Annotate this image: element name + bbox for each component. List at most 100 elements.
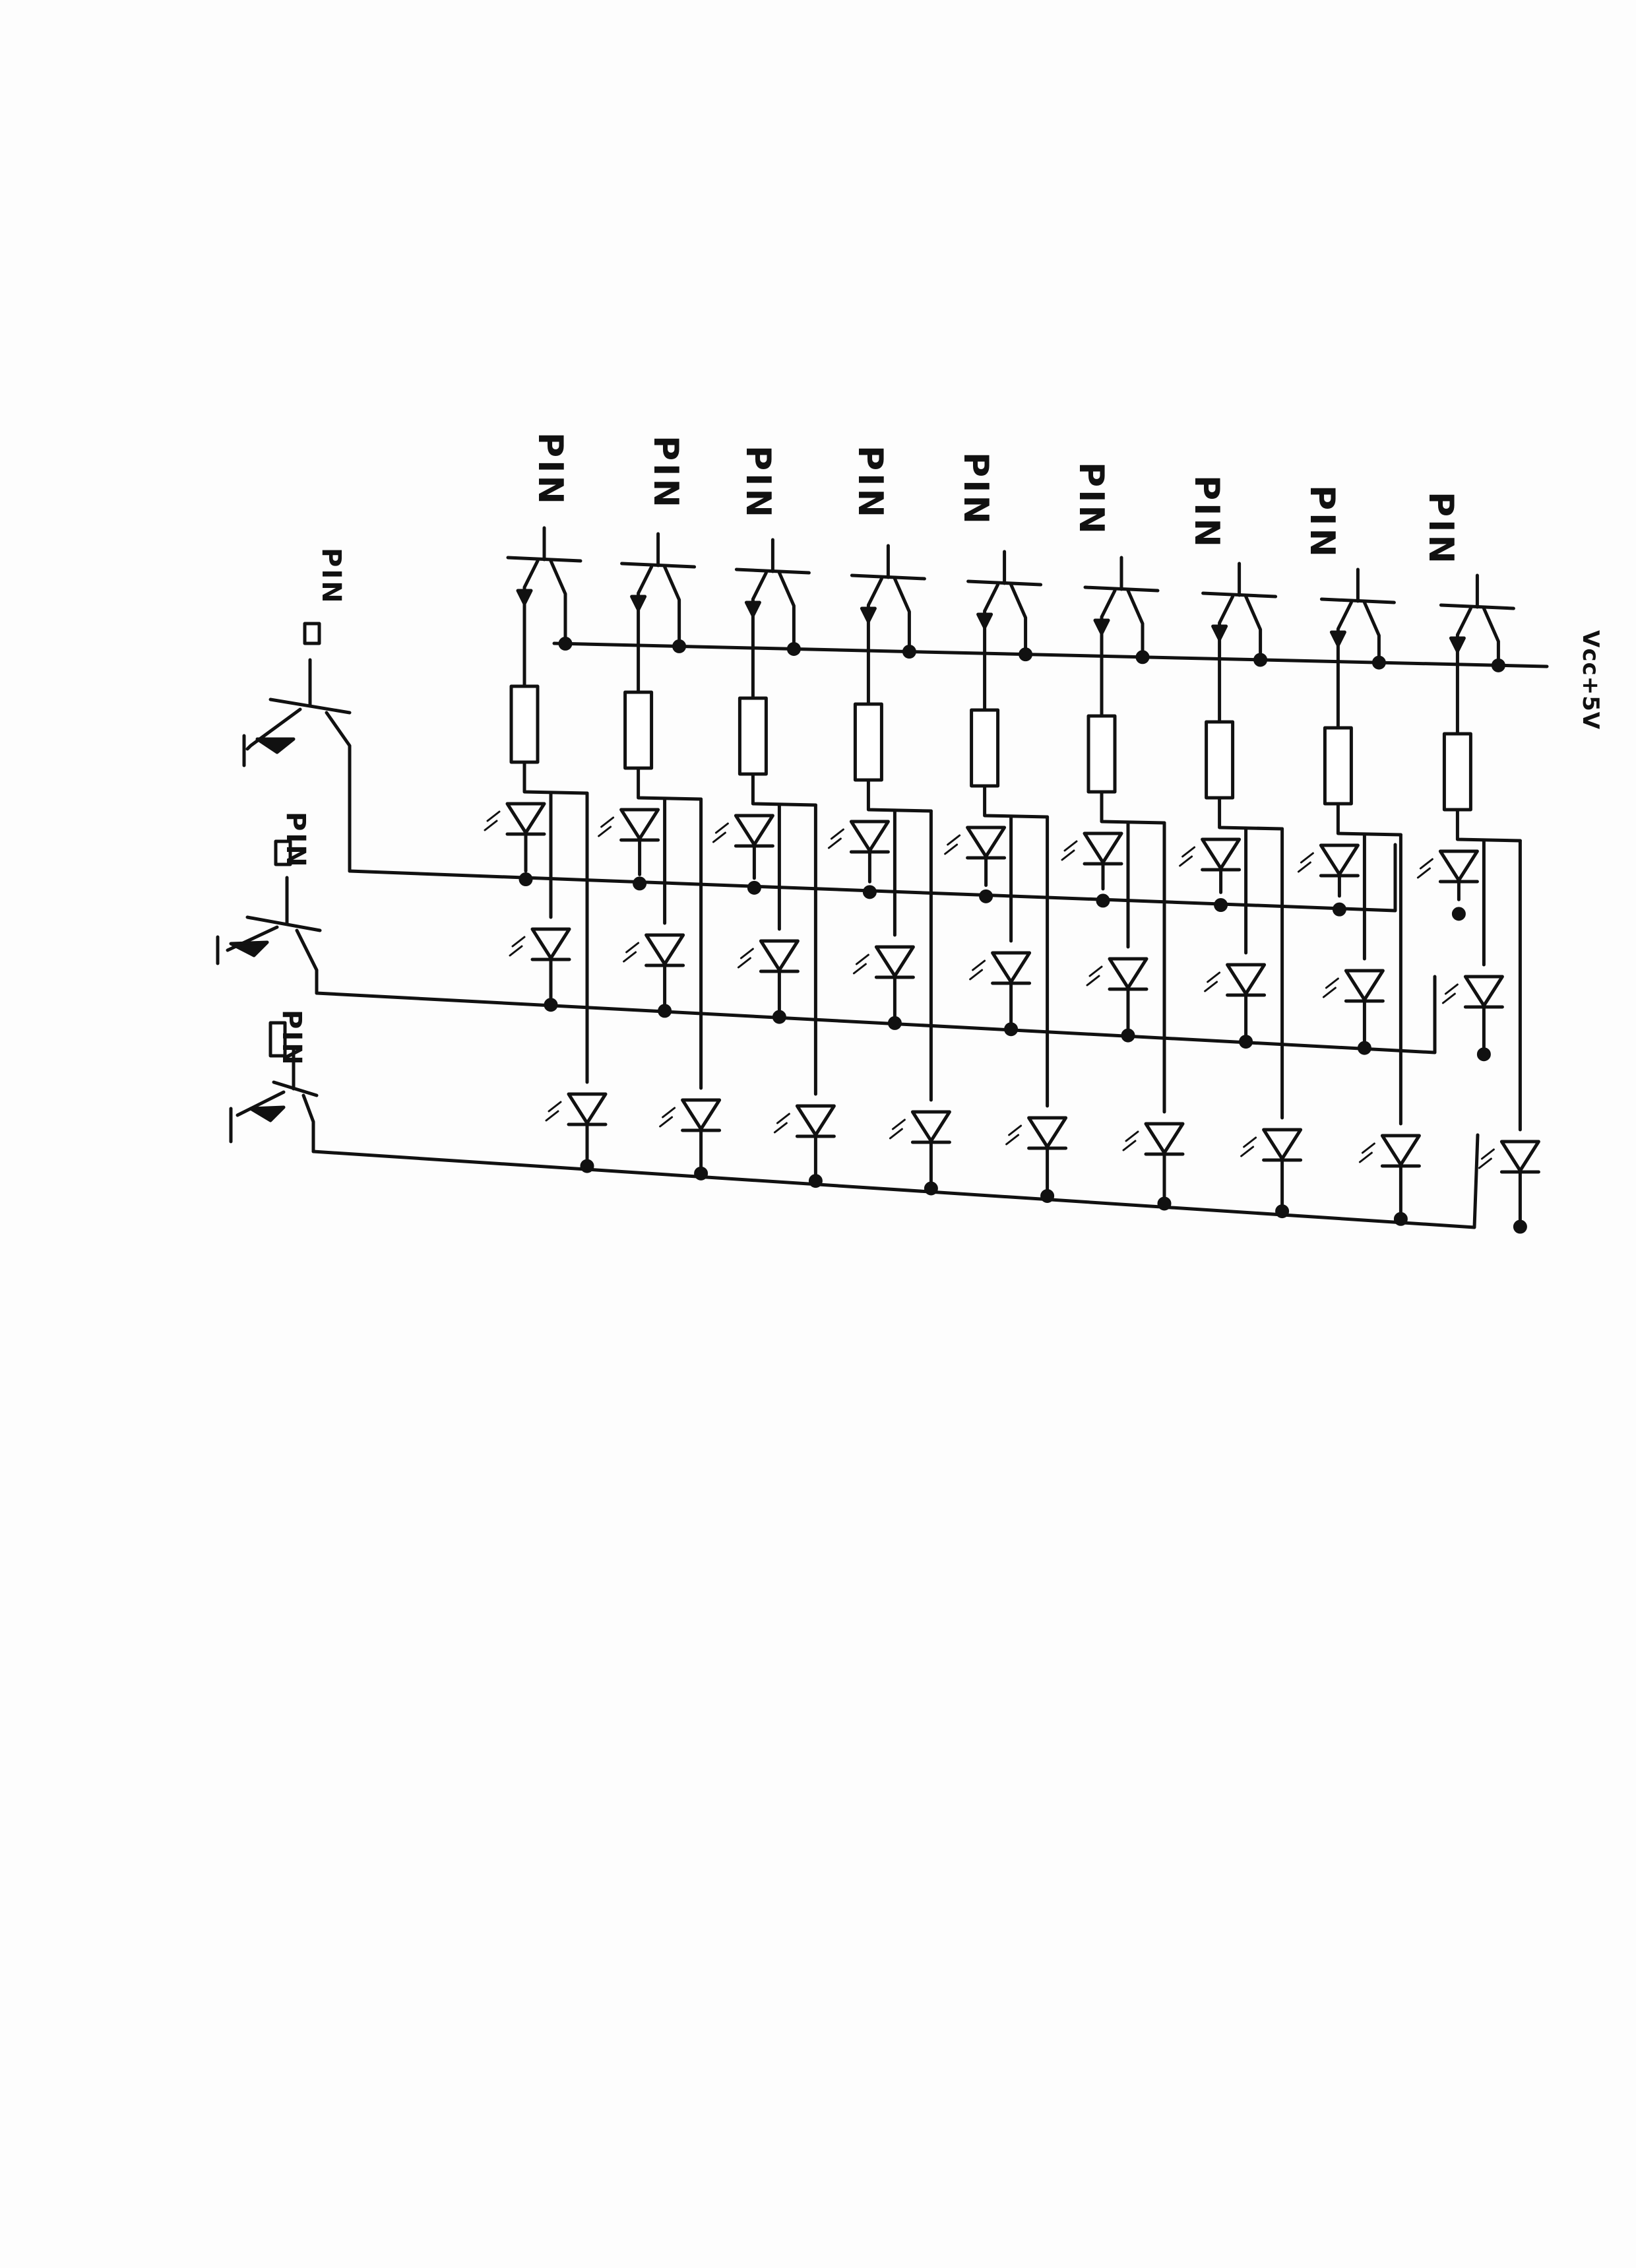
led-row2 [852, 945, 915, 979]
row3-junction-dot [580, 1159, 594, 1173]
matrix-column [1179, 562, 1303, 1219]
led-row3 [1240, 1128, 1303, 1162]
led-row1 [712, 814, 774, 848]
row-bus-1 [348, 843, 1397, 913]
led-row1 [1416, 849, 1479, 884]
row1-junction-dot [1332, 902, 1346, 917]
row3-junction-dot [1040, 1188, 1055, 1203]
base-resistor [268, 1021, 287, 1058]
row1-junction-dot [1451, 907, 1466, 921]
led-row1 [598, 808, 660, 842]
led-row2 [1204, 963, 1267, 997]
row2-junction-dot [544, 998, 558, 1012]
row3-junction-dot [924, 1181, 938, 1196]
row2-junction-dot [887, 1016, 902, 1030]
column-transistor [1439, 573, 1515, 736]
row-pin-label: PIN [276, 1010, 307, 1067]
base-resistor [274, 839, 292, 866]
row-bus-2 [315, 975, 1437, 1054]
row2-junction-dot [1004, 1022, 1019, 1037]
column-transistor [734, 538, 811, 700]
row3-junction-dot [808, 1174, 823, 1188]
matrix-column [1416, 573, 1540, 1234]
supply-label: Vcc+5V [1577, 630, 1604, 730]
column-pin-label: PIN [1421, 492, 1461, 566]
column-resistor [1442, 732, 1472, 812]
rail-junction-dot [1135, 650, 1150, 664]
row2-junction-dot [1357, 1041, 1371, 1055]
column-pin-label: PIN [956, 452, 995, 527]
column-pin-label: PIN [1302, 485, 1342, 560]
matrix-column [944, 550, 1068, 1203]
row3-junction-dot [1393, 1212, 1408, 1226]
column-transistor [1083, 556, 1160, 718]
row3-junction-dot [1513, 1219, 1527, 1234]
row1-junction-dot [747, 880, 761, 895]
rail-junction-dot [1371, 655, 1386, 670]
led-row2 [737, 939, 800, 973]
column-transistor [1201, 562, 1278, 724]
matrix-column [598, 532, 722, 1181]
led-row3 [1478, 1140, 1540, 1174]
led-row3 [889, 1110, 951, 1144]
matrix-column [712, 538, 836, 1188]
led-row2 [1322, 969, 1385, 1003]
matrix-column [1061, 556, 1185, 1211]
row1-junction-dot [633, 876, 647, 891]
matrix-column [827, 544, 951, 1196]
led-row3 [545, 1092, 608, 1126]
row-pin-label: PIN [280, 812, 311, 869]
row1-junction-dot [1096, 893, 1110, 908]
rail-junction-dot [1491, 658, 1505, 672]
led-row2 [969, 951, 1032, 985]
base-resistor [303, 622, 321, 645]
row2-junction-dot [1476, 1047, 1491, 1062]
led-row3 [659, 1098, 722, 1132]
column-transistor [966, 550, 1043, 712]
column-transistor [850, 544, 926, 706]
column-resistor [1323, 726, 1353, 806]
led-row3 [1122, 1122, 1185, 1156]
led-row2 [509, 927, 571, 961]
column-resistor [970, 708, 1000, 788]
column-resistor [853, 702, 883, 782]
column-transistor [506, 526, 582, 688]
rail-junction-dot [902, 645, 916, 659]
column-pin-label: PIN [1071, 462, 1111, 536]
row2-junction-dot [772, 1010, 786, 1024]
led-row3 [1005, 1116, 1068, 1150]
row-driver-transistor-3 [229, 1021, 319, 1153]
column-resistor [1086, 714, 1117, 794]
column-resistor [738, 696, 768, 776]
row2-junction-dot [1239, 1035, 1253, 1049]
row-bus-3 [311, 1133, 1480, 1229]
led-row3 [773, 1104, 836, 1138]
matrix-column [484, 526, 608, 1173]
led-row3 [1358, 1134, 1421, 1168]
row1-junction-dot [1214, 898, 1228, 913]
row1-junction-dot [979, 889, 993, 903]
led-row1 [944, 826, 1007, 860]
led-row2 [1086, 957, 1148, 991]
led-row1 [1061, 831, 1123, 866]
led-row2 [1441, 975, 1504, 1009]
matrix-column [1297, 567, 1421, 1226]
row3-junction-dot [694, 1166, 708, 1181]
column-transistor [620, 532, 697, 694]
rail-junction-dot [1019, 647, 1033, 662]
rail-junction-dot [786, 641, 801, 656]
column-pin-label: PIN [850, 445, 890, 520]
led-row2 [623, 933, 685, 967]
column-resistor [623, 690, 654, 770]
row1-junction-dot [519, 872, 533, 887]
column-pin-label: PIN [738, 445, 778, 520]
led-row1 [484, 802, 546, 836]
row3-junction-dot [1275, 1204, 1290, 1219]
row-pin-label: PIN [316, 548, 346, 605]
led-row1 [827, 820, 890, 854]
row-driver-transistor-2 [216, 839, 322, 995]
column-resistor [509, 684, 540, 764]
row2-junction-dot [658, 1004, 672, 1018]
column-pin-label: PIN [530, 432, 570, 507]
